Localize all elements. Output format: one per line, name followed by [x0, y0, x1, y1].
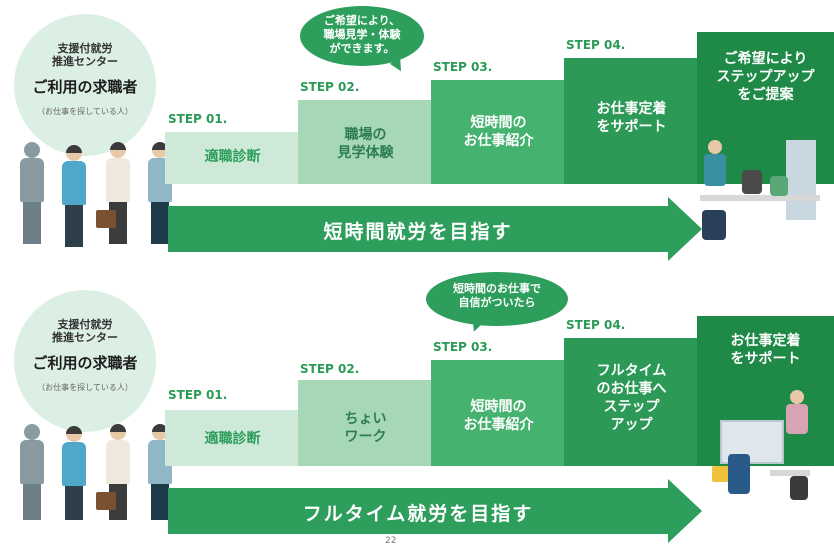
interviewer-icon — [742, 170, 762, 194]
applicant-icon — [702, 210, 726, 240]
jobseeker-title: ご利用の求職者 — [32, 354, 138, 372]
step-03-text: 短時間の お仕事紹介 — [463, 115, 534, 149]
step-02-box — [298, 380, 433, 466]
step-05-text: お仕事定着 をサポート — [730, 333, 801, 367]
step-04-box — [564, 58, 699, 184]
jobseeker-subtitle: （お仕事を探している人） — [37, 107, 133, 116]
step-02-box — [298, 100, 433, 184]
jobseeker-circle: 支援付就労 推進センター ご利用の求職者 （お仕事を探している人） — [14, 290, 156, 432]
step-04-label: STEP 04. — [566, 318, 626, 332]
megaphone-icon — [712, 466, 730, 482]
goal-arrow-text: 短時間就労を目指す — [323, 221, 513, 243]
org-line-2: 推進センター — [52, 331, 118, 344]
step-01-box — [165, 132, 300, 184]
step-03-label: STEP 03. — [433, 60, 493, 74]
staff-body-icon — [704, 154, 726, 186]
cheering-person-head-icon — [790, 390, 804, 404]
speech-bubble: 短時間のお仕事で 自信がついたら — [426, 272, 568, 326]
step-03-text: 短時間の お仕事紹介 — [463, 399, 534, 433]
step-04-label: STEP 04. — [566, 38, 626, 52]
jobseeker-title: ご利用の求職者 — [32, 78, 138, 96]
staff-head-icon — [708, 140, 722, 154]
desk-icon — [700, 195, 820, 201]
speech-bubble: ご希望により、 職場見学・体験 ができます。 — [300, 6, 424, 66]
cheering-person-icon — [786, 404, 808, 434]
worker-icon — [728, 454, 750, 494]
seated-woman-icon — [770, 176, 788, 196]
step-04-text: フルタイム のお仕事へ ステップ アップ — [596, 363, 667, 433]
step-02-text: ちょい ワーク — [344, 411, 387, 445]
goal-arrow: フルタイム就労を目指す — [168, 488, 668, 534]
step-01-label: STEP 01. — [168, 388, 228, 402]
step-05-text: ご希望により ステップアップ をご提案 — [716, 51, 815, 103]
step-04-text: お仕事定着 をサポート — [596, 101, 667, 135]
org-name: 支援付就労 推進センター — [14, 318, 156, 344]
step-02-label: STEP 02. — [300, 80, 360, 94]
goal-arrow: 短時間就労を目指す — [168, 206, 668, 252]
jobseeker-circle: 支援付就労 推進センター ご利用の求職者 （お仕事を探している人） — [14, 14, 156, 156]
step-01-label: STEP 01. — [168, 112, 228, 126]
step-01-text: 適職診断 — [204, 149, 261, 165]
goal-arrow-text: フルタイム就労を目指す — [302, 503, 534, 525]
step-03-box — [431, 80, 566, 184]
goal-arrowhead — [668, 479, 702, 543]
step-03-box — [431, 360, 566, 466]
step-01-text: 適職診断 — [204, 431, 261, 447]
step-02-label: STEP 02. — [300, 362, 360, 376]
flow-panel-short-time: 支援付就労 推進センター ご利用の求職者 （お仕事を探している人） — [0, 0, 834, 270]
org-line-1: 支援付就労 — [57, 42, 113, 55]
page-number: 22 — [385, 536, 397, 546]
goal-arrowhead — [668, 197, 702, 261]
desk-icon — [770, 470, 810, 476]
briefcase-icon — [96, 492, 116, 510]
org-line-1: 支援付就労 — [57, 318, 113, 331]
step-04-box — [564, 338, 699, 466]
org-line-2: 推進センター — [52, 55, 118, 68]
jobseeker-subtitle: （お仕事を探している人） — [37, 383, 133, 392]
seated-worker-icon — [790, 476, 808, 500]
flow-panel-full-time: 支援付就労 推進センター ご利用の求職者 （お仕事を探している人） ST — [0, 270, 834, 546]
speech-bubble-tail — [468, 318, 484, 334]
building-icon — [786, 140, 816, 220]
monitor-icon — [720, 420, 784, 464]
step-03-label: STEP 03. — [433, 340, 493, 354]
step-01-box — [165, 410, 300, 466]
step-02-text: 職場の 見学体験 — [337, 127, 394, 161]
briefcase-icon — [96, 210, 116, 228]
org-name: 支援付就労 推進センター — [14, 42, 156, 68]
